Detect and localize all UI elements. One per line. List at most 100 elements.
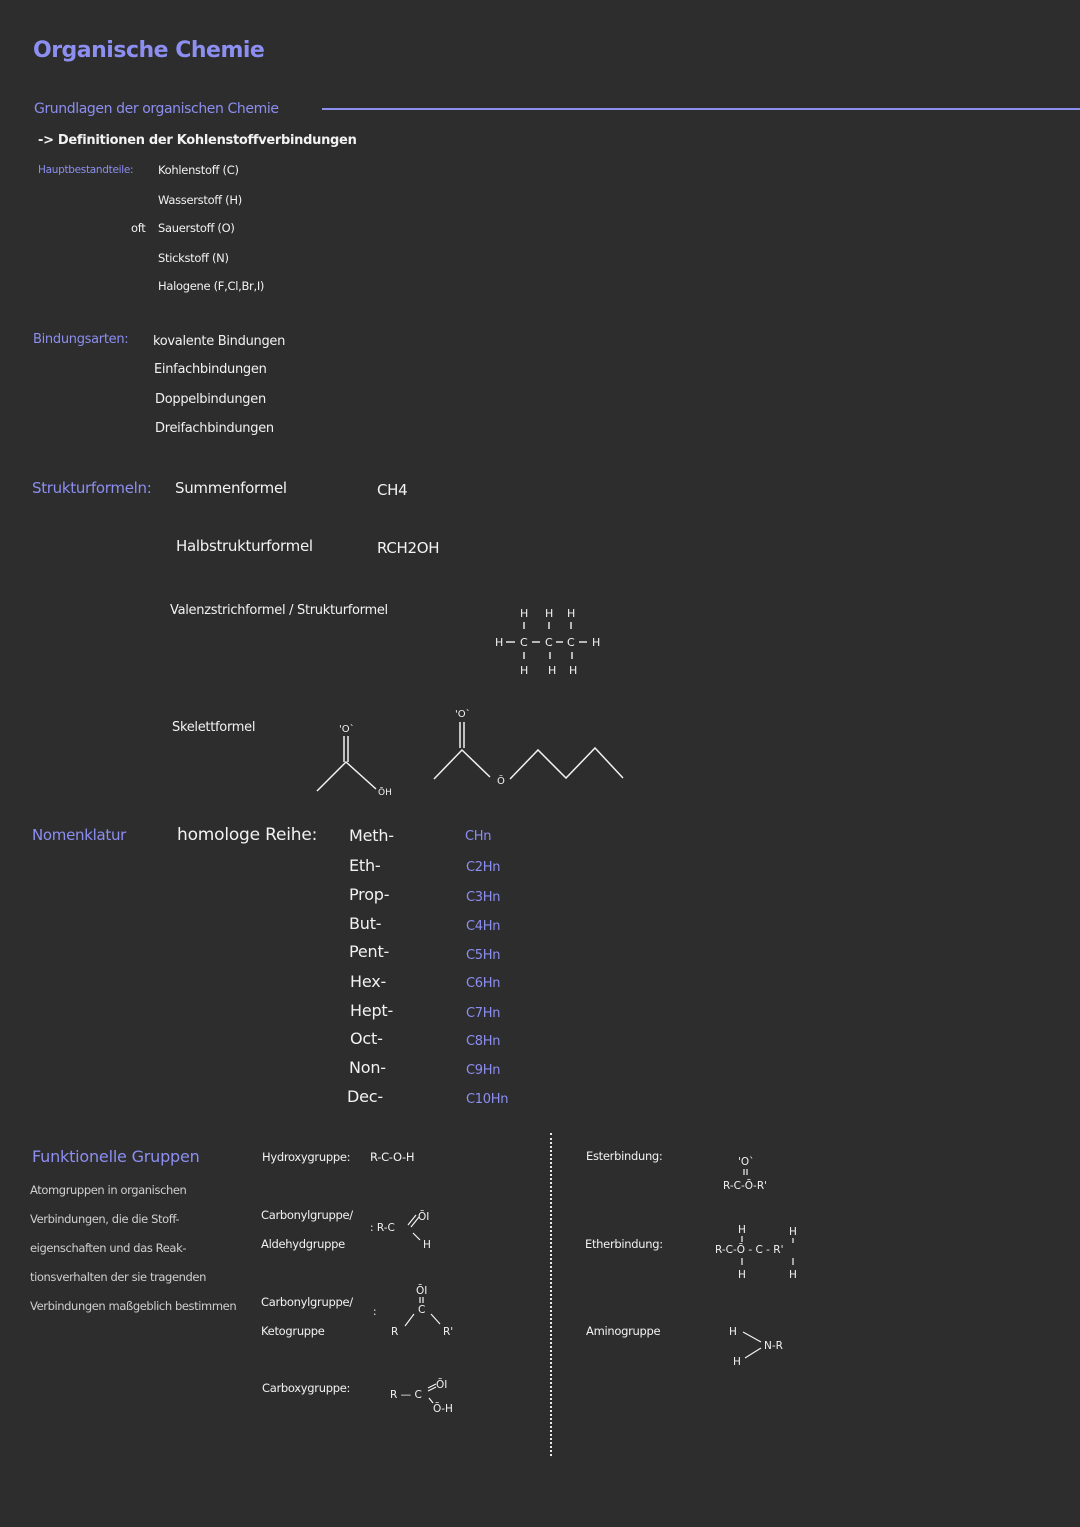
- prefix-non: Non-: [349, 1058, 386, 1077]
- acetic-acid-skeleton-diagram: 'O` ŌH: [316, 723, 392, 798]
- ester-label: Esterbindung:: [586, 1149, 663, 1163]
- aldehyde-label-line1: Carbonylgruppe/: [261, 1208, 353, 1222]
- svg-text:H: H: [545, 607, 553, 620]
- keto-label-line1: Carbonylgruppe/: [261, 1295, 353, 1309]
- formula-hex: C6Hn: [466, 976, 501, 991]
- svg-text:'O`: 'O`: [455, 708, 471, 720]
- svg-text:ŌI: ŌI: [436, 1378, 447, 1391]
- formula-oct: C8Hn: [466, 1034, 501, 1049]
- structure-label: Strukturformeln:: [32, 479, 152, 497]
- section-heading-basics: Grundlagen der organischen Chemie: [34, 101, 279, 117]
- svg-text:H: H: [548, 664, 556, 677]
- functional-groups-description: Atomgruppen in organischen Verbindungen,…: [30, 1183, 237, 1313]
- svg-text:R: R: [391, 1326, 398, 1338]
- svg-text:H: H: [569, 664, 577, 677]
- valence-label: Valenzstrichformel / Strukturformel: [170, 603, 388, 618]
- keto-label-line2: Ketogruppe: [261, 1324, 325, 1338]
- svg-text:H: H: [729, 1326, 737, 1338]
- half-structure-label: Halbstrukturformel: [176, 537, 313, 555]
- component-carbon: Kohlenstoff (C): [158, 163, 239, 177]
- bond-single: Einfachbindungen: [154, 362, 267, 377]
- component-hydrogen: Wasserstoff (H): [158, 193, 242, 207]
- ester-bond-diagram: 'O` R-C-Ō-R': [723, 1156, 767, 1192]
- sum-formula-label: Summenformel: [175, 479, 287, 497]
- component-halogens: Halogene (F,Cl,Br,I): [158, 279, 265, 293]
- svg-text:: R-C: : R-C: [370, 1222, 395, 1234]
- svg-text:H: H: [789, 1269, 797, 1281]
- homologous-series-label: homologe Reihe:: [177, 825, 318, 845]
- prefix-prop: Prop-: [349, 885, 390, 904]
- formula-eth: C2Hn: [466, 860, 501, 875]
- section-divider: [322, 108, 1080, 110]
- svg-text:Ō: Ō: [497, 774, 505, 787]
- subheading-definitions: -> Definitionen der Kohlenstoffverbindun…: [38, 133, 357, 148]
- prefix-hept: Hept-: [350, 1001, 394, 1020]
- svg-text:ŌI: ŌI: [418, 1210, 429, 1223]
- prefix-meth: Meth-: [349, 826, 394, 845]
- aldehyde-group-diagram: : R-C ŌI H: [370, 1210, 431, 1251]
- hydroxy-formula: R-C-O-H: [370, 1150, 415, 1164]
- svg-text:C: C: [567, 636, 575, 649]
- svg-text:H: H: [738, 1224, 746, 1236]
- formula-prop: C3Hn: [466, 890, 501, 905]
- svg-text:Ō-H: Ō-H: [433, 1402, 453, 1415]
- often-label: oft: [131, 221, 146, 235]
- sum-formula-value: CH4: [377, 481, 408, 499]
- functional-groups-label: Funktionelle Gruppen: [32, 1147, 200, 1166]
- svg-text:R-C-Ō-R': R-C-Ō-R': [723, 1179, 767, 1192]
- svg-text:R-C-Ō - C - R': R-C-Ō - C - R': [715, 1243, 784, 1256]
- svg-text:'O`: 'O`: [738, 1156, 754, 1168]
- keto-group-diagram: : ŌI C R R': [373, 1284, 453, 1338]
- skeleton-label: Skelettformel: [172, 720, 256, 735]
- svg-text::: :: [373, 1306, 377, 1318]
- svg-text:H: H: [789, 1226, 797, 1238]
- svg-text:H: H: [733, 1356, 741, 1368]
- carboxy-label: Carboxygruppe:: [262, 1381, 351, 1395]
- bond-double: Doppelbindungen: [155, 392, 266, 407]
- nomenclature-label: Nomenklatur: [32, 826, 127, 844]
- page-title: Organische Chemie: [33, 38, 265, 63]
- svg-text:H: H: [592, 636, 600, 649]
- amino-label: Aminogruppe: [586, 1324, 661, 1338]
- svg-text:'O`: 'O`: [339, 723, 355, 735]
- svg-text:R — C: R — C: [390, 1389, 422, 1401]
- svg-text:H: H: [567, 607, 575, 620]
- svg-text:N-R: N-R: [764, 1340, 783, 1352]
- formula-meth: CHn: [465, 829, 492, 844]
- formula-pent: C5Hn: [466, 948, 501, 963]
- prefix-but: But-: [349, 914, 382, 933]
- svg-text:R': R': [443, 1326, 453, 1338]
- bond-covalent: kovalente Bindungen: [153, 334, 286, 349]
- formula-but: C4Hn: [466, 919, 501, 934]
- amino-group-diagram: H N-R H: [729, 1326, 783, 1368]
- svg-text:H: H: [520, 664, 528, 677]
- ether-label: Etherbindung:: [585, 1237, 663, 1251]
- ester-skeleton-diagram: 'O` Ō: [433, 708, 624, 787]
- svg-text:H: H: [495, 636, 503, 649]
- formula-dec: C10Hn: [466, 1092, 509, 1107]
- column-divider: [550, 1133, 552, 1456]
- formula-non: C9Hn: [466, 1063, 501, 1078]
- svg-text:H: H: [520, 607, 528, 620]
- prefix-eth: Eth-: [349, 856, 381, 875]
- svg-text:ŌH: ŌH: [378, 787, 392, 798]
- svg-text:C: C: [520, 636, 528, 649]
- prefix-hex: Hex-: [350, 972, 387, 991]
- aldehyde-label-line2: Aldehydgruppe: [261, 1237, 345, 1251]
- bonds-label: Bindungsarten:: [33, 332, 129, 347]
- formula-hept: C7Hn: [466, 1006, 501, 1021]
- prefix-dec: Dec-: [347, 1087, 383, 1106]
- svg-text:H: H: [423, 1239, 431, 1251]
- prefix-oct: Oct-: [350, 1029, 383, 1048]
- component-oxygen: Sauerstoff (O): [158, 221, 235, 235]
- svg-text:H: H: [738, 1269, 746, 1281]
- bond-triple: Dreifachbindungen: [155, 421, 274, 436]
- components-label: Hauptbestandteile:: [38, 164, 134, 176]
- carboxy-group-diagram: R — C ŌI Ō-H: [390, 1378, 453, 1415]
- prefix-pent: Pent-: [349, 942, 390, 961]
- half-structure-value: RCH2OH: [377, 539, 440, 557]
- svg-text:ŌI: ŌI: [416, 1284, 427, 1297]
- hydroxy-label: Hydroxygruppe:: [262, 1150, 351, 1164]
- ether-bond-diagram: H H R-C-Ō - C - R' H H: [715, 1224, 797, 1281]
